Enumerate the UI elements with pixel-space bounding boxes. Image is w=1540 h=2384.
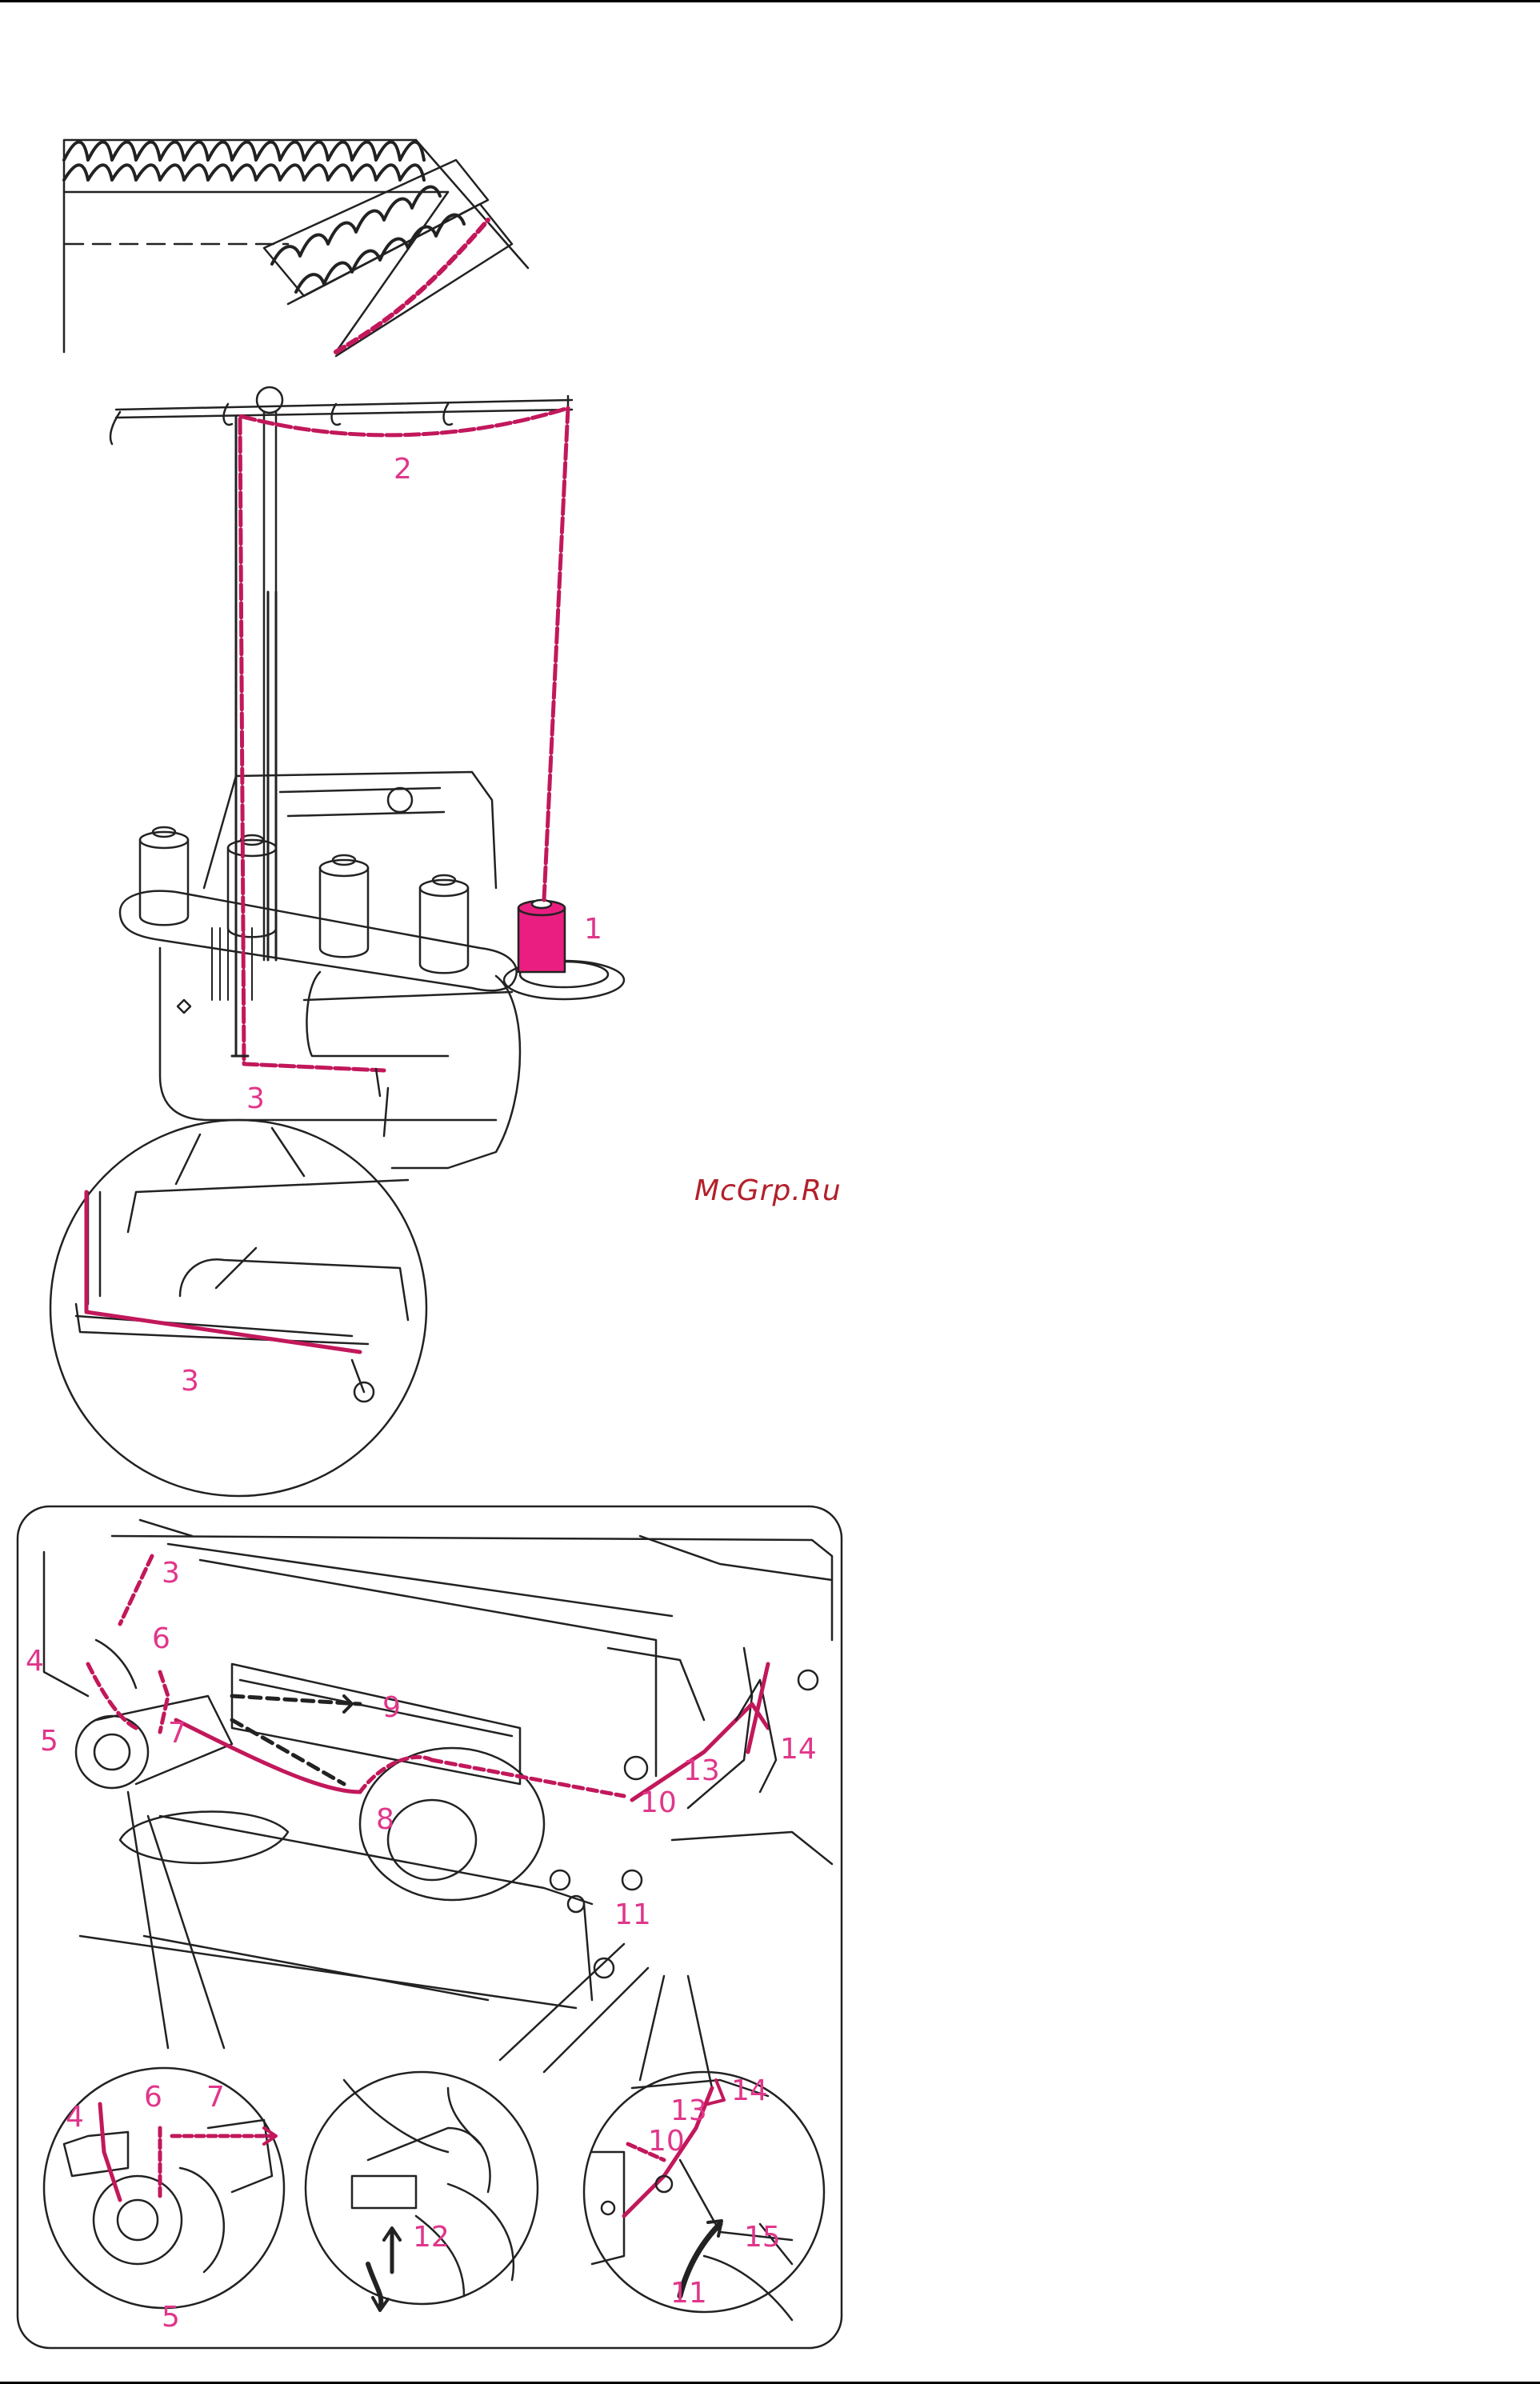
label-4-sub: 4	[66, 2101, 84, 2134]
sub-circle-b	[306, 2072, 538, 2310]
label-3-zoom: 3	[181, 1365, 199, 1398]
label-2: 2	[394, 453, 412, 486]
callout-labels: 1 2 3 3 3 4 5 6 7 8 9 10 11 13 14 4 5 6 …	[26, 453, 817, 2334]
label-13-sub: 13	[670, 2094, 707, 2127]
label-6-panel: 6	[152, 1622, 170, 1655]
label-7-panel: 7	[168, 1717, 186, 1750]
label-9-panel: 9	[382, 1691, 401, 1724]
label-1: 1	[584, 913, 602, 946]
label-3-machine: 3	[246, 1082, 265, 1115]
label-5-panel: 5	[40, 1725, 58, 1758]
label-6-sub: 6	[144, 2081, 162, 2114]
zoom-circle-guide3	[50, 1120, 426, 1496]
label-13-panel: 13	[683, 1754, 720, 1787]
fabric-seam-illustration	[64, 140, 528, 356]
label-10-sub: 10	[648, 2125, 685, 2158]
label-12-sub: 12	[413, 2221, 450, 2254]
label-8-panel: 8	[376, 1803, 394, 1836]
label-14-sub: 14	[731, 2074, 768, 2107]
label-3-panel: 3	[162, 1557, 180, 1590]
label-4-panel: 4	[26, 1645, 44, 1678]
label-15-sub: 15	[744, 2221, 781, 2254]
watermark-text: McGrp.Ru	[694, 1174, 842, 1207]
label-11-sub: 11	[670, 2277, 707, 2310]
label-10-panel: 10	[640, 1786, 677, 1819]
label-11-panel: 11	[614, 1898, 651, 1931]
label-14-panel: 14	[780, 1733, 817, 1766]
machine-thread-stand	[110, 387, 624, 1168]
label-7-sub: 7	[206, 2081, 225, 2114]
label-5-sub: 5	[162, 2301, 180, 2334]
